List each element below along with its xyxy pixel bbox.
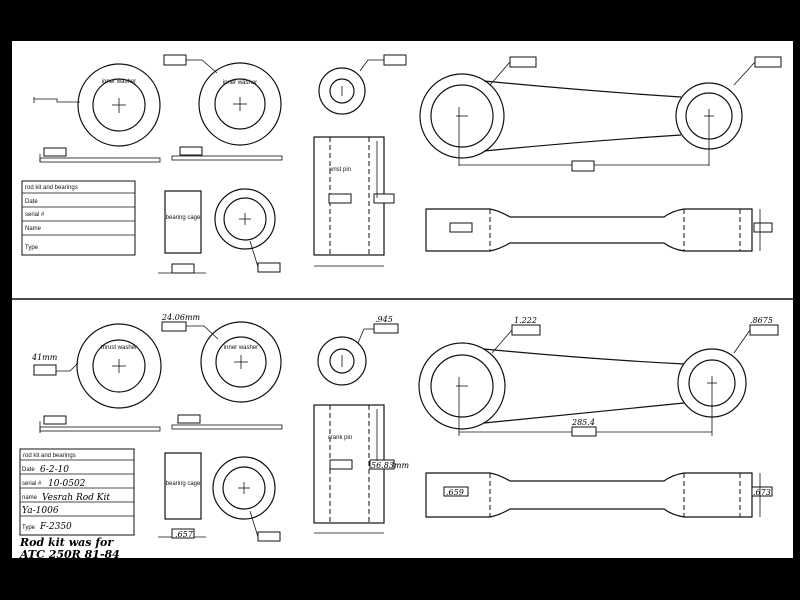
top-bearing-label: bearing cage: [166, 215, 201, 221]
bottom-note-line2: ATC 250R 81-84: [19, 548, 120, 558]
top-outer-washer-label: inner washer: [102, 79, 136, 85]
bottom-form-header: rod kit and bearings: [23, 453, 76, 459]
bottom-inner-washer-dim: 24.06mm: [161, 313, 200, 322]
bottom-bearing-cage: .657 bearing cage: [158, 452, 206, 539]
bottom-form-date-value: 6-2-10: [40, 465, 69, 475]
top-bearing-round: [214, 188, 281, 273]
bottom-con-rod: 285.4 1.222 .8675: [418, 316, 779, 437]
bottom-form-date-label: Date: [22, 467, 35, 473]
top-outer-washer: inner washer: [33, 63, 161, 147]
bottom-rod-side-view: .659 .673: [425, 472, 773, 518]
top-rod-side-view: [425, 208, 773, 252]
bottom-outer-washer-label: thrust washer: [101, 345, 137, 351]
top-info-form: rod kit and bearings Date serial # Name …: [21, 180, 136, 256]
top-form-header: rod kit and bearings: [25, 185, 78, 191]
top-form-type-label: Type: [25, 245, 39, 251]
top-washer-side-views: [39, 146, 283, 163]
bottom-form-type-label: Type: [22, 525, 36, 531]
bottom-center-dim: 285.4: [571, 418, 595, 427]
top-pin-label: wrist pin: [328, 167, 351, 173]
top-form-name-label: Name: [25, 226, 42, 232]
bottom-pin-label: crank pin: [328, 435, 352, 441]
top-inner-washer: inner washer: [163, 54, 282, 146]
bottom-small-ring-dim: .945: [375, 315, 393, 324]
bottom-crank-pin: 56.83mm crank pin: [313, 404, 409, 534]
bottom-big-end-width-dim: .659: [446, 488, 464, 497]
top-panel: inner washer inner washer: [21, 54, 782, 274]
top-wrist-pin: wrist pin: [313, 136, 395, 267]
bottom-inner-washer: inner washer 24.06mm: [161, 313, 282, 403]
engineering-drawing: inner washer inner washer: [12, 54, 793, 558]
drawing-sheet: inner washer inner washer: [12, 41, 793, 558]
bottom-form-serial-label: serial #: [22, 481, 42, 487]
top-con-rod: [419, 56, 782, 172]
bottom-bearing-dim: .657: [175, 530, 194, 539]
bottom-inner-washer-label: inner washer: [224, 345, 258, 351]
top-form-serial-label: serial #: [25, 212, 45, 218]
bottom-info-form: rod kit and bearings Date 6-2-10 serial …: [19, 448, 135, 558]
bottom-note-line1: Rod kit was for: [19, 536, 114, 549]
bottom-form-type-value: F-2350: [39, 522, 72, 532]
bottom-panel: thrust washer 41mm inner washer 24.06mm …: [19, 313, 779, 558]
top-form-date-label: Date: [25, 199, 38, 205]
bottom-small-ring: .945: [317, 315, 399, 386]
top-small-ring: [318, 54, 407, 115]
bottom-small-end-width-dim: .673: [753, 488, 771, 497]
bottom-washer-side-views: [39, 414, 283, 433]
bottom-bearing-label: bearing cage: [166, 481, 201, 487]
bottom-big-end-dim: 1.222: [514, 316, 537, 325]
bottom-small-end-dim: .8675: [750, 316, 773, 325]
top-inner-washer-label: inner washer: [223, 80, 257, 86]
bottom-form-extra-line: Ya-1006: [22, 506, 59, 516]
bottom-form-serial-value: 10-0502: [48, 479, 86, 489]
bottom-bearing-round: [212, 456, 281, 542]
bottom-pin-dim: 56.83mm: [371, 461, 409, 470]
bottom-outer-washer-dim: 41mm: [31, 353, 58, 362]
top-bearing-cage: bearing cage: [158, 190, 206, 274]
bottom-form-name-label: name: [22, 495, 38, 501]
bottom-outer-washer: thrust washer 41mm: [31, 323, 162, 409]
bottom-form-name-value: Vesrah Rod Kit: [42, 493, 110, 503]
